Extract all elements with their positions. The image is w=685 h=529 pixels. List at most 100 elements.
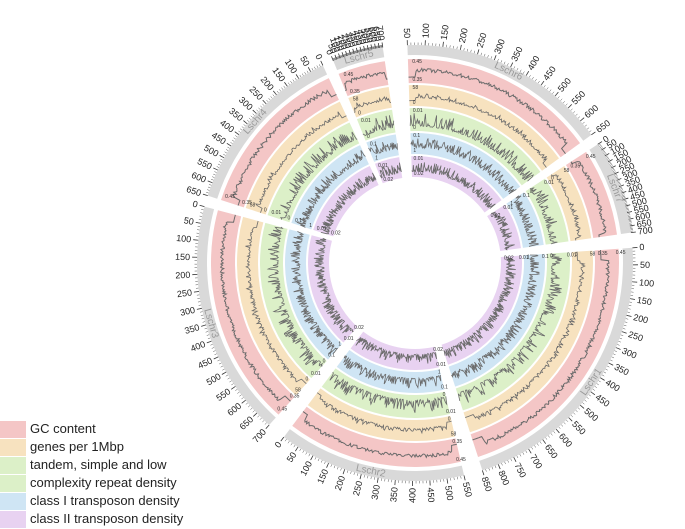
minor-tick bbox=[601, 148, 603, 149]
minor-tick bbox=[558, 96, 560, 98]
tick-label: 0 bbox=[639, 242, 645, 252]
minor-tick bbox=[566, 104, 568, 106]
scale-label: 0.45 bbox=[456, 457, 466, 463]
scale-label: 0.1 bbox=[370, 141, 377, 147]
scale-label: 0.01 bbox=[271, 210, 281, 216]
minor-tick bbox=[624, 325, 626, 326]
minor-tick bbox=[260, 418, 262, 420]
minor-tick bbox=[208, 187, 210, 188]
tick-label: 800 bbox=[496, 469, 511, 487]
tick-label: 400 bbox=[604, 377, 622, 393]
scale-label: 0 bbox=[413, 100, 416, 106]
minor-tick bbox=[555, 94, 557, 96]
scale-label: 0 bbox=[550, 253, 553, 259]
minor-tick bbox=[471, 50, 472, 52]
tick-label: 650 bbox=[543, 442, 560, 460]
minor-tick bbox=[620, 338, 622, 339]
minor-tick bbox=[606, 157, 608, 158]
minor-tick bbox=[223, 154, 225, 155]
legend-item-class1: class I transposon density bbox=[0, 493, 240, 510]
minor-tick bbox=[571, 415, 573, 417]
minor-tick bbox=[624, 201, 626, 202]
minor-tick bbox=[532, 447, 533, 449]
minor-tick bbox=[520, 454, 521, 456]
minor-tick bbox=[271, 96, 273, 98]
minor-tick bbox=[628, 217, 630, 218]
tick-label: 500 bbox=[202, 143, 220, 159]
scale-label: 0.1 bbox=[441, 384, 448, 390]
minor-tick bbox=[505, 462, 506, 464]
tick-label: 0 bbox=[313, 52, 324, 61]
minor-tick bbox=[604, 153, 606, 154]
scale-label: 58 bbox=[353, 96, 359, 102]
legend-swatch bbox=[0, 439, 26, 456]
tick-label: 350 bbox=[183, 322, 200, 336]
minor-tick bbox=[461, 476, 462, 478]
minor-tick bbox=[264, 102, 266, 104]
tick-label: 300 bbox=[492, 38, 507, 56]
minor-tick bbox=[319, 64, 320, 66]
legend-swatch bbox=[0, 457, 26, 474]
minor-tick bbox=[559, 427, 561, 429]
scale-label: 0.35 bbox=[571, 164, 581, 170]
scale-label: 0.45 bbox=[586, 154, 596, 160]
tick-label: 650 bbox=[594, 118, 612, 135]
scale-label: 0 bbox=[358, 110, 361, 116]
minor-tick bbox=[286, 84, 287, 86]
tick-mark bbox=[200, 205, 205, 206]
tick-label: 550 bbox=[570, 419, 588, 437]
tick-label: 250 bbox=[627, 329, 644, 343]
minor-tick bbox=[621, 335, 623, 336]
tick-label: 750 bbox=[512, 461, 528, 479]
tick-label: 700 bbox=[637, 225, 653, 237]
minor-tick bbox=[354, 472, 355, 474]
minor-tick bbox=[217, 360, 219, 361]
minor-tick bbox=[537, 444, 538, 446]
minor-tick bbox=[627, 312, 629, 313]
scale-label: 0 bbox=[448, 417, 451, 423]
scale-label: 0.01 bbox=[446, 409, 456, 415]
minor-tick bbox=[625, 204, 627, 205]
minor-tick bbox=[597, 383, 599, 384]
minor-tick bbox=[219, 162, 221, 163]
minor-tick bbox=[324, 462, 325, 464]
tick-label: 100 bbox=[639, 277, 655, 288]
minor-tick bbox=[214, 172, 216, 173]
minor-tick bbox=[317, 66, 318, 68]
minor-tick bbox=[204, 325, 206, 326]
minor-tick bbox=[548, 436, 550, 438]
tick-label: 450 bbox=[594, 392, 612, 409]
minor-tick bbox=[612, 168, 614, 169]
tick-label: 550 bbox=[196, 156, 214, 171]
scale-label: 0.01 bbox=[378, 163, 388, 169]
minor-tick bbox=[303, 451, 304, 453]
minor-tick bbox=[235, 389, 237, 390]
minor-tick bbox=[255, 413, 257, 415]
minor-tick bbox=[302, 74, 303, 76]
tick-label: 350 bbox=[388, 487, 399, 503]
minor-tick bbox=[541, 83, 542, 85]
minor-tick bbox=[207, 190, 209, 191]
minor-tick bbox=[244, 400, 246, 402]
legend-swatch bbox=[0, 511, 26, 528]
tick-label: 50 bbox=[298, 54, 312, 68]
scale-label: 0 bbox=[305, 377, 308, 383]
minor-tick bbox=[230, 142, 232, 143]
minor-tick bbox=[593, 389, 595, 390]
minor-tick bbox=[534, 445, 535, 447]
scale-label: 58 bbox=[295, 388, 301, 394]
minor-tick bbox=[288, 83, 289, 85]
minor-tick bbox=[300, 449, 301, 451]
tick-label: 100 bbox=[283, 57, 299, 75]
minor-tick bbox=[517, 456, 518, 458]
scale-label: 0.1 bbox=[295, 218, 302, 224]
scale-label: 0.01 bbox=[567, 253, 577, 259]
minor-tick bbox=[288, 441, 289, 443]
minor-tick bbox=[306, 452, 307, 454]
tick-label: 250 bbox=[475, 32, 489, 49]
minor-tick bbox=[334, 466, 335, 468]
tick-label: 600 bbox=[190, 170, 208, 185]
minor-tick bbox=[248, 405, 250, 407]
minor-tick bbox=[210, 344, 212, 345]
tick-label: 400 bbox=[525, 54, 541, 72]
